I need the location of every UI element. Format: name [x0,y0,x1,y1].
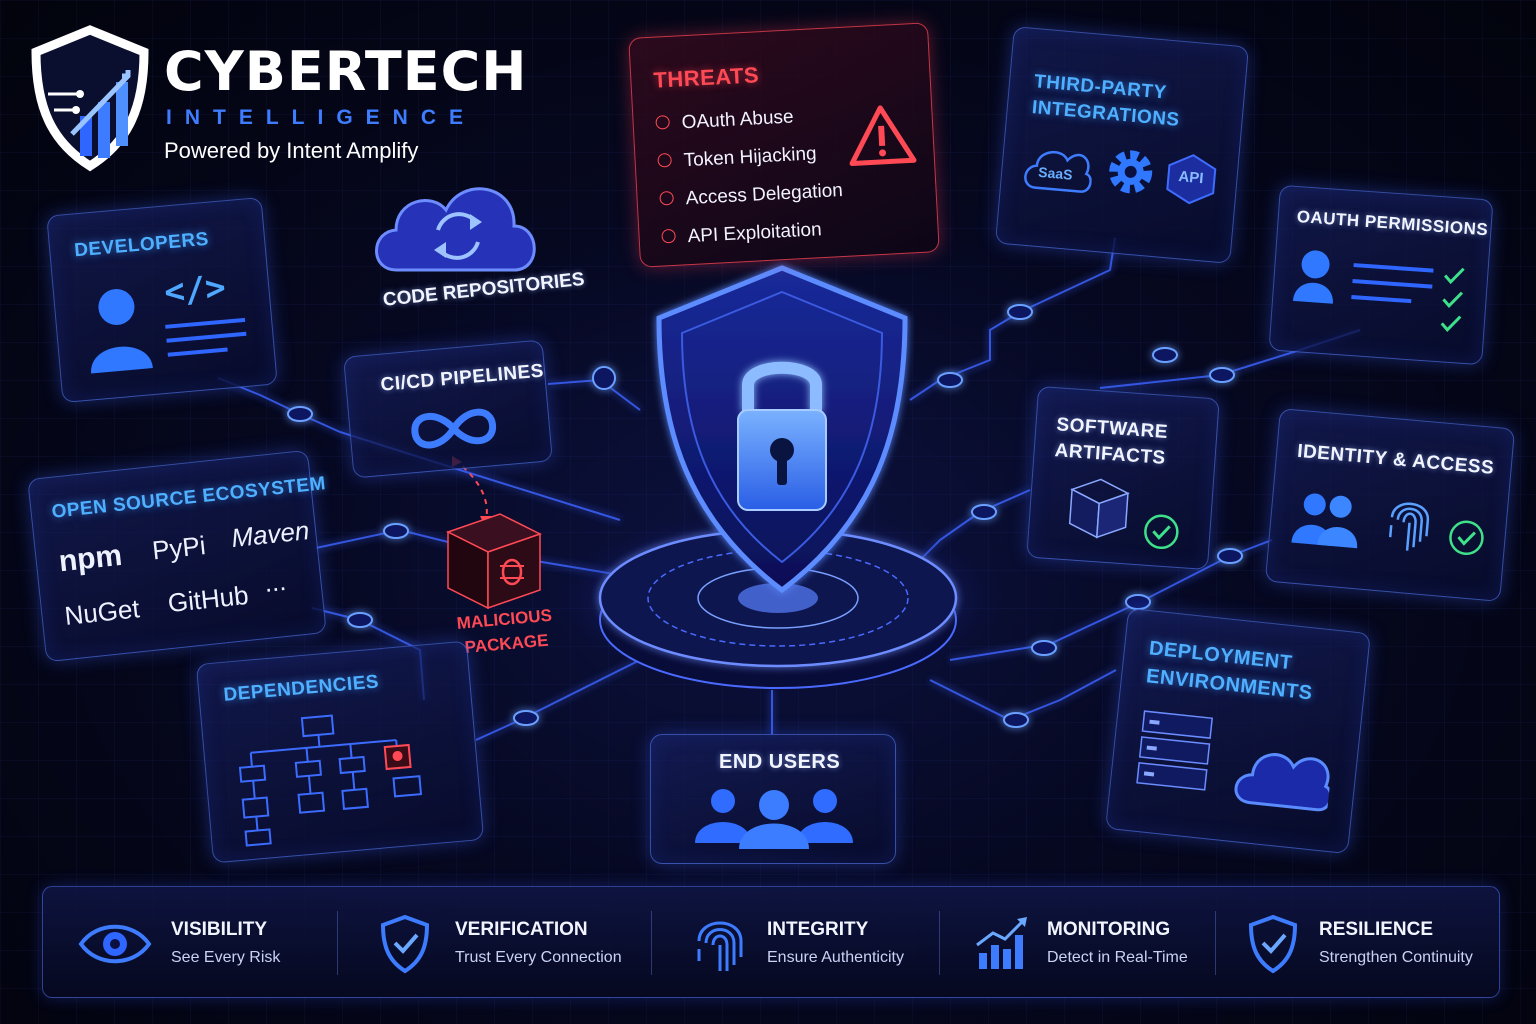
clock-icon [659,190,674,206]
ecosystem-npm: npm [57,538,124,579]
link-developers [217,377,621,521]
infinity-icon [411,408,497,449]
threats-panel: THREATS OAuth Abuse Token Hijacking Acce… [628,22,940,268]
shield-check-icon [380,914,430,974]
ecosystem-github: GitHub [166,579,250,619]
link-deployment [929,669,1117,722]
ecosystem-pypi: PyPi [150,530,208,566]
ecosystem-maven: Maven [229,515,311,554]
code-line [167,347,228,357]
open-source-panel: OPEN SOURCE ECOSYSTEM npm PyPi Maven NuG… [27,449,327,663]
lock-shackle [742,361,822,412]
threat-item: Access Delegation [659,180,843,212]
pillar-divider [337,911,338,975]
pillar-divider [1215,911,1216,975]
box-icon [1068,478,1130,539]
developers-panel: DEVELOPERS </> [46,196,278,404]
saas-label: SaaS [1037,163,1074,183]
cicd-title: CI/CD PIPELINES [379,360,545,396]
ecosystem-nuget: NuGet [63,593,141,631]
identity-access-panel: IDENTITY & ACCESS [1264,408,1516,602]
user-icon [91,288,153,374]
ecosystem-more: ... [262,565,288,598]
oauth-panel: OAUTH PERMISSIONS [1268,184,1494,366]
check-circle-icon [1449,520,1484,556]
software-artifacts-panel: SOFTWARE ARTIFACTS [1026,385,1220,571]
pillars-bar: VISIBILITY See Every Risk VERIFICATION T… [42,886,1500,998]
brand-name: CYBERTECH [164,40,528,103]
clock-icon [655,114,671,130]
pillar-subtitle: Strengthen Continuity [1319,949,1473,966]
threat-item: Token Hijacking [657,143,817,173]
pillar-title: INTEGRITY [767,919,869,940]
pillar-subtitle: See Every Risk [171,949,281,966]
pillar-title: RESILIENCE [1319,919,1434,940]
pillar-subtitle: Trust Every Connection [455,949,622,966]
pillar-title: VERIFICATION [455,919,588,940]
end-users-title: END USERS [719,751,841,773]
software-artifacts-title-2: ARTIFACTS [1054,440,1167,469]
code-line [165,317,246,329]
malicious-package-icon [446,513,542,610]
end-users-panel: END USERS [650,734,896,864]
users-icon [1291,493,1358,549]
dependency-tree-icon [238,714,423,847]
users-group-icon [695,789,853,849]
check-circle-icon [1144,514,1179,550]
chart-up-icon [976,917,1027,969]
server-icon [1136,710,1214,791]
permissions-list-icon [1292,250,1465,332]
pillar-monitoring: MONITORING Detect in Real-Time [939,887,1215,999]
fingerprint-icon [1388,502,1430,551]
brand-powered-by: Powered by Intent Amplify [164,138,419,163]
cloud-icon [1234,753,1333,812]
identity-access-title: IDENTITY & ACCESS [1296,440,1495,479]
threat-item: API Exploitation [661,219,822,249]
pillar-title: VISIBILITY [171,919,268,940]
open-source-title: OPEN SOURCE ECOSYSTEM [50,473,327,523]
third-party-panel: THIRD-PARTY INTEGRATIONS SaaS API [994,26,1250,264]
pillar-resilience: RESILIENCE Strengthen Continuity [1215,887,1501,999]
pillar-integrity: INTEGRITY Ensure Authenticity [651,887,939,999]
threats-title: THREATS [652,62,760,93]
dependencies-title: DEPENDENCIES [222,671,380,706]
clock-icon [661,228,676,244]
gear-icon [1109,150,1153,194]
threat-item: OAuth Abuse [655,106,794,135]
pillar-subtitle: Ensure Authenticity [767,949,904,966]
cicd-panel: CI/CD PIPELINES [343,339,553,479]
saas-cloud-icon [1024,151,1092,193]
bug-icon [501,558,523,586]
pillar-verification: VERIFICATION Trust Every Connection [337,887,651,999]
connector-nodes [287,304,1243,728]
oauth-title: OAUTH PERMISSIONS [1296,207,1489,240]
pillar-title: MONITORING [1047,919,1171,940]
code-line [166,331,247,343]
software-artifacts-title-1: SOFTWARE [1055,414,1169,443]
developers-title: DEVELOPERS [73,228,210,262]
api-label: API [1177,168,1205,188]
pillar-visibility: VISIBILITY See Every Risk [43,887,337,999]
clock-icon [657,152,672,168]
link-deps [475,659,641,741]
eye-icon [78,924,152,964]
cloud-sync-icon [375,187,536,272]
pillar-subtitle: Detect in Real-Time [1047,949,1188,966]
fingerprint-icon [697,921,743,971]
pillar-divider [939,911,940,975]
api-hex-icon [1166,154,1217,205]
shield-check-icon [1248,914,1298,974]
warning-icon [849,105,917,166]
brand-shield-icon [31,25,149,172]
pillar-divider [651,911,652,975]
malicious-link [454,459,488,521]
dependencies-panel: DEPENDENCIES [195,640,485,864]
deployment-panel: DEPLOYMENT ENVIRONMENTS [1105,607,1371,855]
brand-tagline: INTELLIGENCE [166,106,477,129]
code-icon: </> [162,267,228,313]
